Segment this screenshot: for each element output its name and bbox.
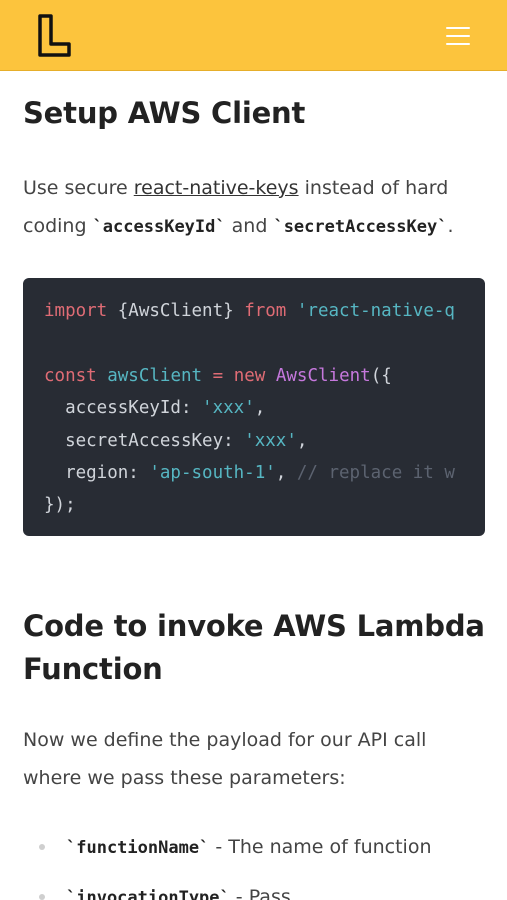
letter-l-logo-icon[interactable] <box>36 13 73 58</box>
top-header <box>0 0 507 71</box>
parameter-list: `functionName` - The name of function `i… <box>23 823 493 900</box>
setup-paragraph: Use secure react-native-keys instead of … <box>23 177 454 237</box>
section-heading-invoke: Code to invoke AWS Lambda Function <box>23 609 485 686</box>
react-native-keys-link[interactable]: react-native-keys <box>133 177 299 199</box>
inline-code-function-name: `functionName` <box>66 838 210 858</box>
list-item: `functionName` - The name of function <box>23 823 493 873</box>
inline-code-invocation-type: `invocationType` <box>66 888 230 900</box>
code-line-5: secretAccessKey: 'xxx', <box>44 430 308 451</box>
inline-code-access-key-id: `accessKeyId` <box>92 217 226 237</box>
invoke-paragraph: Now we define the payload for our API ca… <box>23 729 427 789</box>
code-line-7: }); <box>44 495 76 516</box>
code-block[interactable]: import {AwsClient} from 'react-native-q … <box>23 278 485 536</box>
code-line-3: const awsClient = new AwsClient({ <box>44 365 392 386</box>
code-line-4: accessKeyId: 'xxx', <box>44 398 266 419</box>
code-line-1: import {AwsClient} from 'react-native-q <box>44 301 455 321</box>
code-line-6: region: 'ap-south-1', // replace it w <box>44 463 455 484</box>
section-heading-setup: Setup AWS Client <box>23 96 306 130</box>
list-item: `invocationType` - Pass <box>23 873 493 900</box>
hamburger-menu-icon[interactable] <box>443 23 473 49</box>
inline-code-secret-access-key: `secretAccessKey` <box>273 217 448 237</box>
